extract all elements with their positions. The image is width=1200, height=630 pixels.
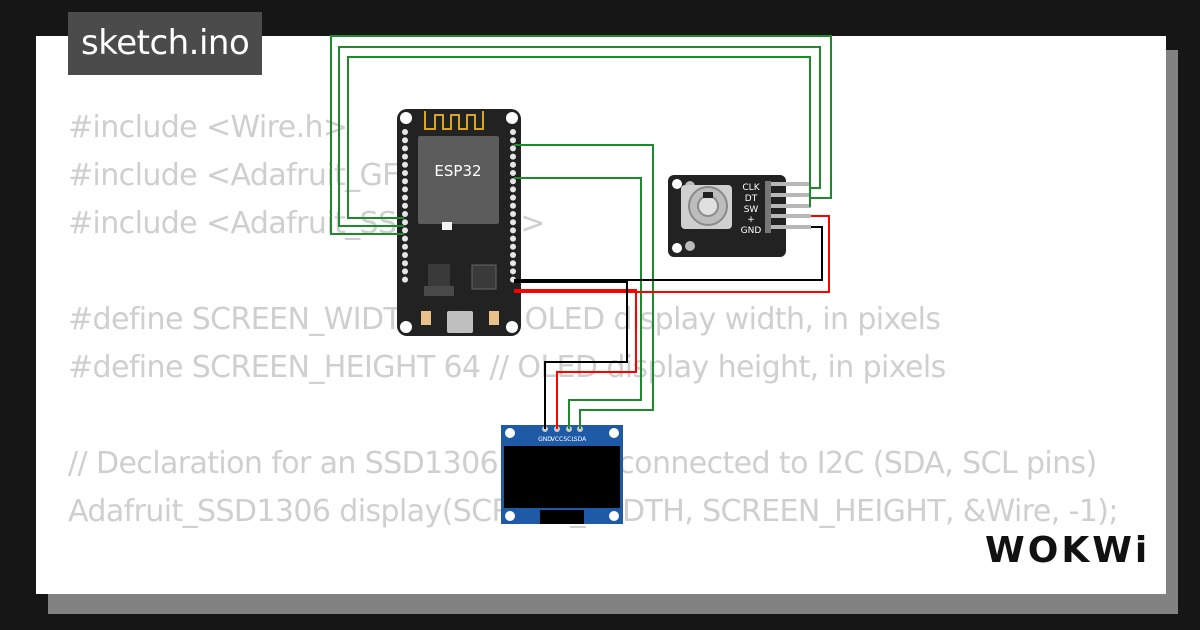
wires	[330, 35, 832, 429]
encoder-pin-label: GND	[741, 226, 762, 236]
esp32-pin[interactable]	[402, 137, 408, 144]
esp32-pin[interactable]	[510, 202, 516, 209]
wire-black[interactable]	[514, 226, 823, 281]
code-line: #include <Wire.h>	[68, 110, 348, 145]
encoder-pin-label: +	[747, 215, 755, 225]
esp32-pin[interactable]	[510, 186, 516, 193]
esp32-label: ESP32	[434, 162, 481, 180]
code-background: #include <Wire.h> #include <Adafruit_GFX…	[68, 104, 1119, 594]
esp32-pin[interactable]	[402, 129, 408, 135]
esp32-pin[interactable]	[510, 170, 516, 176]
code-line: #define SCREEN_HEIGHT 64 // OLED display…	[68, 350, 946, 385]
esp32-pin[interactable]	[402, 243, 408, 250]
esp32-pin[interactable]	[510, 145, 516, 152]
esp32-pin[interactable]	[402, 186, 408, 193]
esp32-pin[interactable]	[402, 202, 408, 209]
encoder-pins[interactable]	[771, 182, 811, 229]
code-line: #INPUTS_ROTARY 1	[68, 584, 1118, 594]
esp32-pin[interactable]	[402, 219, 408, 226]
esp32-pin[interactable]	[402, 252, 408, 258]
esp32-pin[interactable]	[510, 252, 516, 258]
esp32-board[interactable]: ESP32	[397, 109, 521, 336]
esp32-right-pins[interactable]	[510, 129, 516, 283]
wire-black[interactable]	[514, 281, 628, 429]
encoder-pin-label: SW	[744, 205, 759, 215]
code-line: Adafruit_SSD1306 display(SCREEN_WIDTH, S…	[68, 494, 1119, 529]
esp32-pin[interactable]	[510, 235, 516, 242]
esp32-pin[interactable]	[510, 194, 516, 201]
wokwi-logo: WOKWi	[979, 527, 1157, 575]
oled-pin-label: VCC	[551, 436, 563, 443]
esp32-pin[interactable]	[510, 260, 516, 267]
encoder-pin-label: DT	[745, 194, 758, 204]
esp32-pin[interactable]	[402, 161, 408, 168]
esp32-pin[interactable]	[510, 129, 516, 135]
esp32-pin[interactable]	[402, 194, 408, 201]
wire-red[interactable]	[514, 215, 830, 293]
esp32-pin[interactable]	[510, 211, 516, 217]
esp32-pin[interactable]	[510, 178, 516, 185]
esp32-pin[interactable]	[402, 211, 408, 217]
esp32-pin[interactable]	[510, 137, 516, 144]
oled-pin-label: GND	[538, 436, 552, 443]
encoder-pin-label: CLK	[742, 183, 760, 193]
esp32-pin[interactable]	[402, 145, 408, 152]
esp32-pin[interactable]	[510, 227, 516, 234]
esp32-pin[interactable]	[402, 227, 408, 234]
file-title-tab[interactable]: sketch.ino	[68, 12, 263, 75]
esp32-pin[interactable]	[510, 268, 516, 275]
oled-display[interactable]: GND VCC SCL SDA	[501, 425, 623, 524]
wire-green[interactable]	[347, 56, 811, 219]
esp32-pin[interactable]	[402, 178, 408, 185]
esp32-pin[interactable]	[402, 153, 408, 160]
rotary-encoder[interactable]: CLK DT SW + GND	[668, 175, 811, 257]
wire-green[interactable]	[514, 177, 642, 429]
esp32-left-pins[interactable]	[402, 129, 408, 283]
oled-pin-label: SCL	[563, 436, 575, 443]
esp32-pin[interactable]	[402, 170, 408, 176]
esp32-pin[interactable]	[510, 153, 516, 160]
oled-pin-label: SDA	[574, 436, 587, 443]
wire-red[interactable]	[514, 289, 637, 429]
preview-card: #include <Wire.h> #include <Adafruit_GFX…	[36, 36, 1166, 594]
esp32-pin[interactable]	[402, 268, 408, 275]
esp32-pin[interactable]	[402, 235, 408, 242]
esp32-pin[interactable]	[402, 276, 408, 283]
wire-green[interactable]	[338, 46, 821, 227]
wire-green[interactable]	[514, 144, 654, 429]
esp32-pin[interactable]	[510, 219, 516, 226]
esp32-pin[interactable]	[510, 243, 516, 250]
esp32-pin[interactable]	[402, 260, 408, 267]
wire-green[interactable]	[330, 35, 832, 235]
esp32-pin[interactable]	[510, 161, 516, 168]
